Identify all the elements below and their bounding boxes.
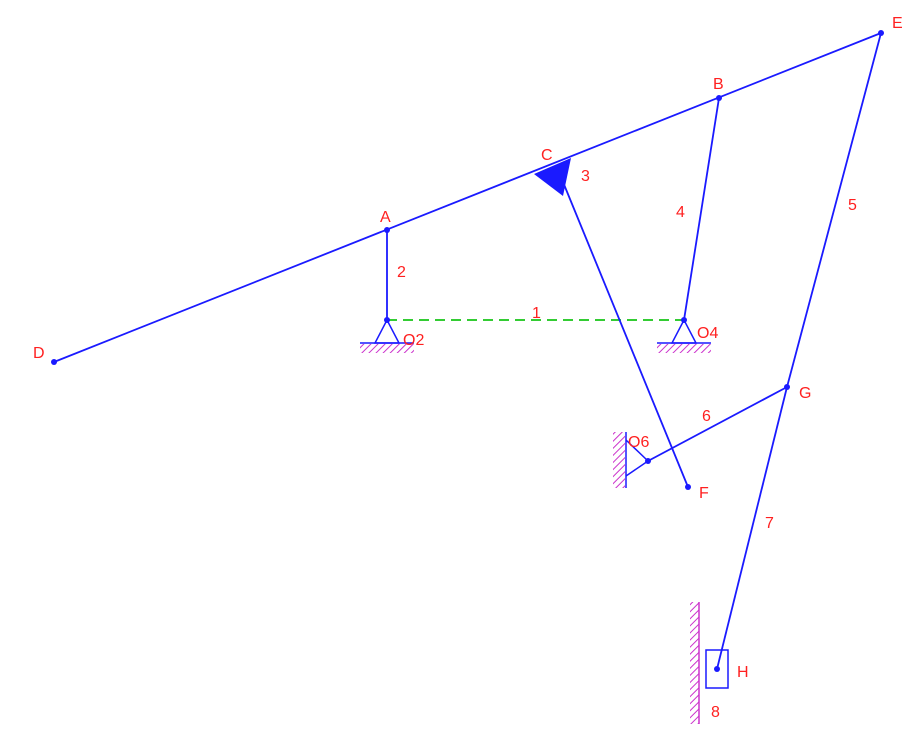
label-link-3: 3 [581,168,590,185]
joint-o4 [681,317,687,323]
slider-guide-h [690,602,700,724]
label-link-4: 4 [676,204,685,221]
joint-e [878,30,884,36]
joint-a [384,227,390,233]
label-point-o2: O2 [403,332,424,349]
joint-f [685,484,691,490]
link-de [53,32,882,363]
label-point-e: E [892,15,903,32]
label-point-a: A [380,209,391,226]
label-link-5: 5 [848,197,857,214]
ground-support-o2 [360,318,414,353]
label-link-6: 6 [702,408,711,425]
joints [51,30,884,672]
label-point-o4: O4 [697,325,718,342]
joint-d [51,359,57,365]
label-point-d: D [33,345,45,362]
joint-h [714,666,720,672]
link-cf [562,181,689,488]
label-point-h: H [737,664,749,681]
label-link-1: 1 [532,305,541,322]
label-point-f: F [699,485,709,502]
label-link-8: 8 [711,704,720,721]
slider-block-8 [705,649,729,689]
label-link-7: 7 [765,515,774,532]
joint-o2 [384,317,390,323]
joint-g [784,384,790,390]
gusset-c [534,158,571,196]
label-point-g: G [799,385,811,402]
ground-support-o4 [657,318,711,353]
joint-o6 [645,458,651,464]
label-link-2: 2 [397,264,406,281]
link-4 [683,97,720,321]
label-point-o6: O6 [628,434,649,451]
label-point-b: B [713,76,724,93]
link-5 [786,32,882,388]
label-point-c: C [541,147,553,164]
joint-b [716,95,722,101]
link-6 [647,386,788,462]
link-7 [716,386,788,670]
